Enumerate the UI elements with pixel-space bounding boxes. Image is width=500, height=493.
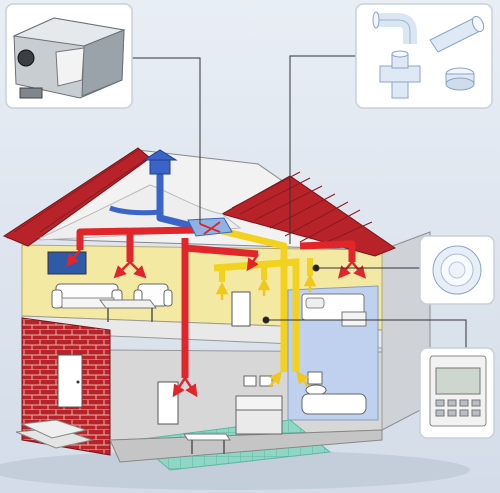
unit-core bbox=[55, 47, 85, 87]
attic-ventilation-unit bbox=[187, 217, 233, 237]
end-cap bbox=[445, 67, 475, 91]
straight-duct bbox=[429, 15, 485, 53]
supply-arrows bbox=[65, 249, 367, 398]
exhaust-duct bbox=[109, 205, 161, 216]
upper-door bbox=[231, 291, 251, 327]
inset-wall-controller bbox=[419, 347, 495, 439]
inset-duct-fittings bbox=[355, 3, 493, 109]
ground-shadow bbox=[0, 450, 470, 490]
inset-ceiling-diffuser bbox=[419, 235, 495, 305]
controller-point bbox=[262, 316, 270, 324]
leader-lines bbox=[132, 55, 467, 348]
supply-duct-branch bbox=[184, 244, 259, 258]
house bbox=[2, 147, 431, 471]
elbow-fitting bbox=[372, 11, 417, 44]
tee-fitting bbox=[379, 50, 421, 99]
unit-side bbox=[81, 29, 125, 97]
diffuser-point bbox=[312, 264, 320, 272]
house-base bbox=[109, 429, 383, 463]
supply-duct-bedroom bbox=[299, 240, 356, 262]
front-door-handle bbox=[76, 380, 80, 384]
extract-duct-return bbox=[213, 258, 300, 372]
bed bbox=[301, 293, 367, 327]
inset-ventilation-unit bbox=[5, 3, 133, 109]
roof-tiles bbox=[231, 171, 373, 247]
bathtub bbox=[301, 393, 367, 415]
extract-duct-drops bbox=[219, 258, 313, 282]
supply-duct-drops bbox=[126, 232, 189, 378]
ducts bbox=[76, 149, 356, 378]
extract-duct-main bbox=[209, 224, 288, 372]
leader-unit bbox=[132, 57, 201, 224]
extract-arrows bbox=[215, 273, 317, 387]
airflow-arrows bbox=[65, 249, 367, 398]
intake-duct bbox=[156, 174, 201, 232]
roof-vent-cap bbox=[142, 149, 178, 175]
ground-door bbox=[157, 381, 179, 425]
leader-fittings bbox=[289, 55, 356, 244]
leader-controller bbox=[266, 319, 467, 348]
unit-controller-box bbox=[19, 87, 43, 99]
controller-display bbox=[435, 367, 481, 395]
dining-table bbox=[183, 433, 231, 454]
unit-port bbox=[17, 49, 35, 67]
supply-duct-main bbox=[76, 226, 199, 250]
diffuser-center bbox=[448, 261, 466, 279]
roof-tiles-left bbox=[13, 149, 146, 233]
entry-step-2 bbox=[20, 419, 88, 439]
wall-picture bbox=[47, 251, 87, 275]
kitchen bbox=[235, 375, 283, 435]
coffee-table bbox=[99, 299, 157, 322]
controller-buttons bbox=[435, 399, 481, 417]
